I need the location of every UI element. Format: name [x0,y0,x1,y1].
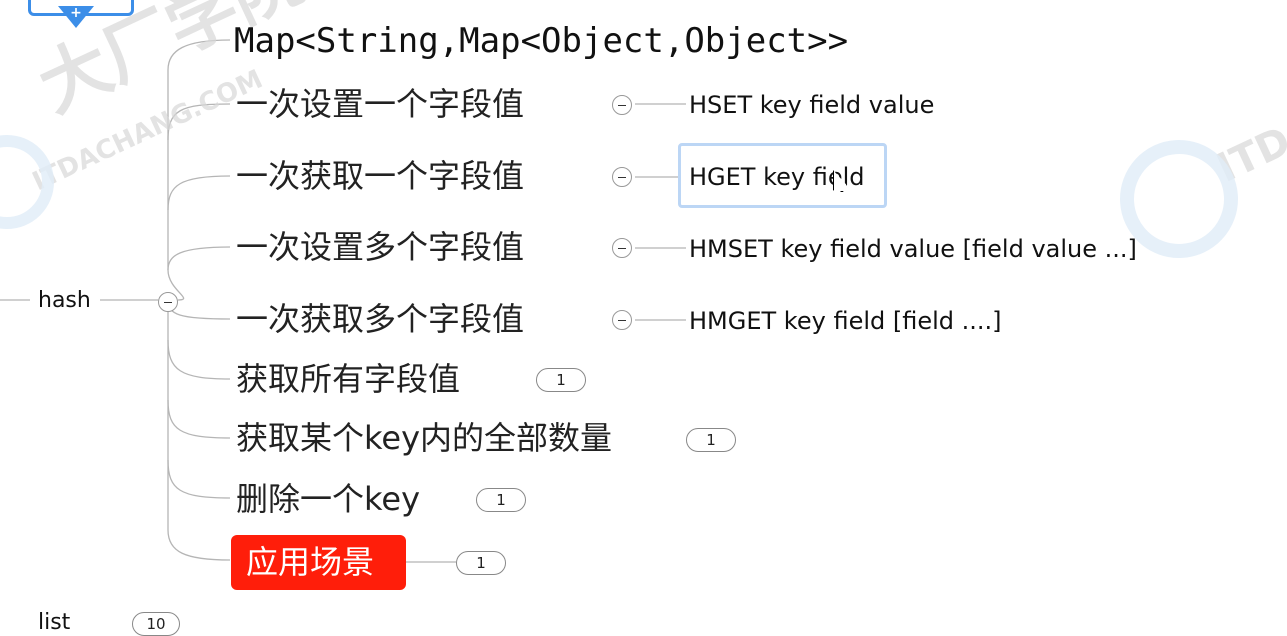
collapsed-count-badge[interactable]: 1 [536,368,586,392]
collapse-toggle-icon[interactable] [612,95,632,115]
command-hmset[interactable]: HMSET key field value [field value ...] [689,235,1137,263]
branch-delete-key[interactable]: 删除一个key [236,480,421,518]
branch-set-one-field[interactable]: 一次设置一个字段值 [236,85,525,123]
collapsed-count-badge[interactable]: 1 [686,428,736,452]
branch-get-field-count[interactable]: 获取某个key内的全部数量 [236,419,613,457]
branch-get-all-fields[interactable]: 获取所有字段值 [236,360,461,398]
branch-use-cases[interactable]: 应用场景 [246,543,375,581]
command-hset[interactable]: HSET key field value [689,91,935,119]
collapse-toggle-icon[interactable] [612,310,632,330]
branch-get-many-fields[interactable]: 一次获取多个字段值 [236,300,525,338]
collapsed-count-badge[interactable]: 10 [132,612,180,636]
command-hmget[interactable]: HMGET key field [field ....] [689,307,1002,335]
branch-get-one-field[interactable]: 一次获取一个字段值 [236,157,525,195]
mindmap-connectors [0,39,686,563]
root-node-hash[interactable]: hash [38,288,91,313]
branch-use-cases-highlight[interactable] [231,535,406,590]
collapsed-count-badge[interactable]: 1 [476,488,526,512]
topic-title[interactable]: Map<String,Map<Object,Object>> [234,21,849,61]
selected-node-highlight[interactable] [678,143,887,208]
collapsed-count-badge[interactable]: 1 [456,551,506,575]
sibling-node-list[interactable]: list [38,610,71,635]
collapse-toggle-icon[interactable] [612,167,632,187]
branch-set-many-fields[interactable]: 一次设置多个字段值 [236,228,525,266]
collapse-toggle-icon[interactable] [158,292,178,312]
collapse-toggle-icon[interactable] [612,238,632,258]
